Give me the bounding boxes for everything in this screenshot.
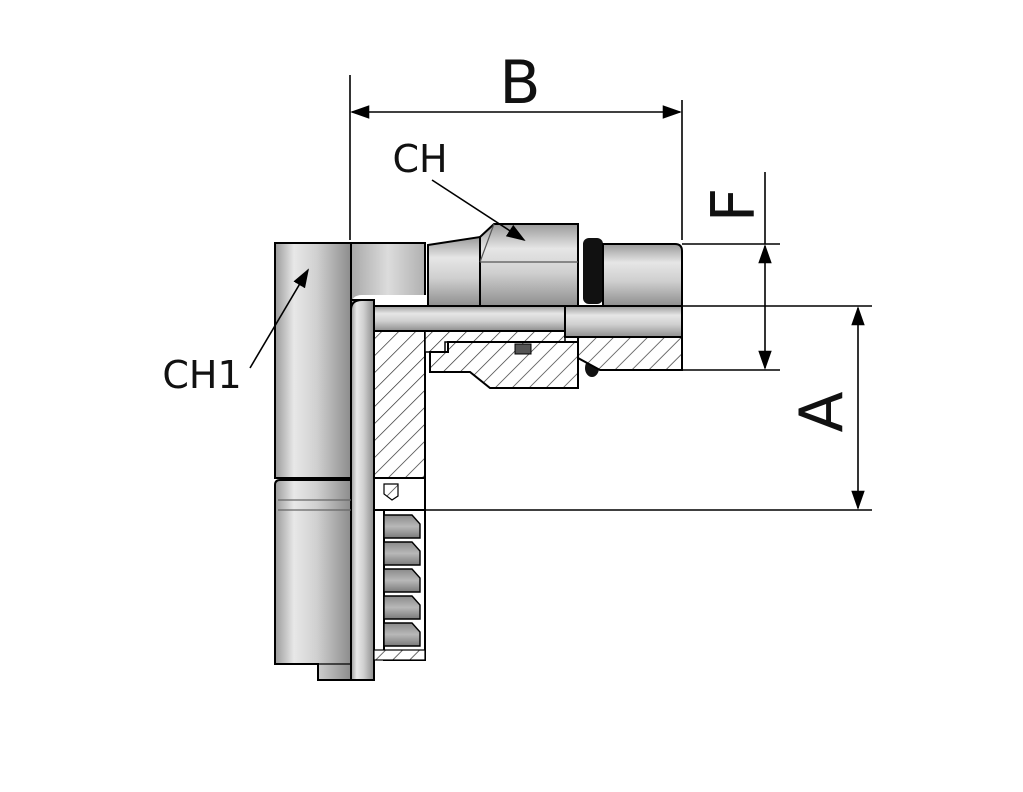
ch1-hex-block <box>274 242 352 479</box>
swivel-sleeve <box>427 235 481 307</box>
callout-ch-label: CH <box>392 137 447 181</box>
callout-ch: CH <box>392 137 526 242</box>
male-thread-stud <box>564 243 683 371</box>
dim-b-label: B <box>499 48 540 118</box>
dim-a-label: A <box>787 391 857 432</box>
ch-hex-nut <box>479 223 579 307</box>
dim-f-label: F <box>699 188 769 223</box>
dimension-a: A <box>425 305 872 511</box>
callout-ch1: CH1 <box>162 268 309 397</box>
nut-section-hatched <box>429 341 579 389</box>
hose-ferrule <box>274 479 352 681</box>
hose-insert-serrations <box>373 477 426 661</box>
callout-ch1-label: CH1 <box>162 353 241 397</box>
dimension-b: B <box>349 48 683 240</box>
dimension-f: F <box>682 172 780 371</box>
